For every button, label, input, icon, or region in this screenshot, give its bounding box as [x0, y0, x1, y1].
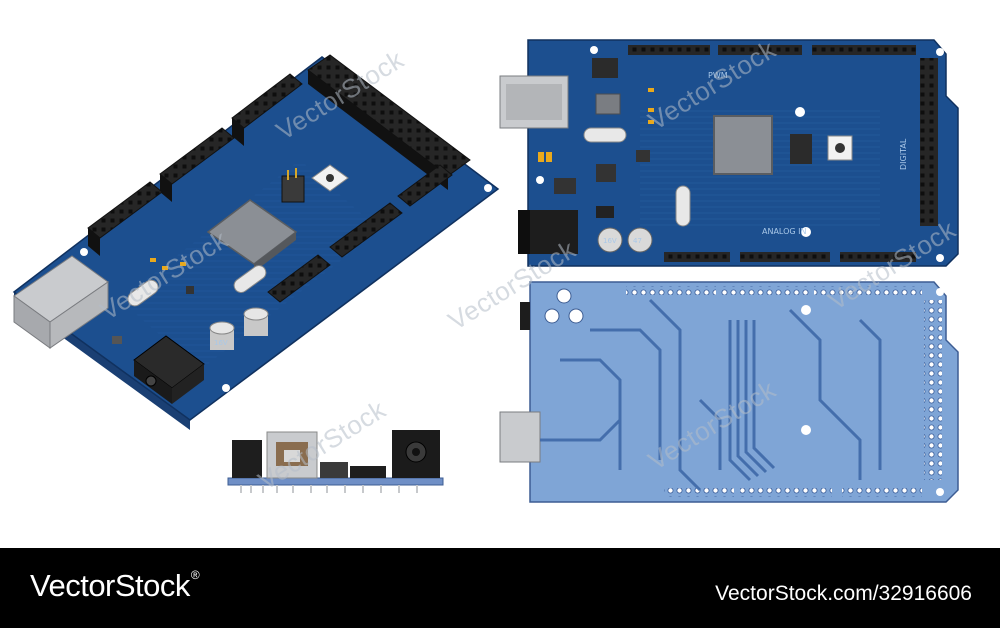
top-view-header-top-3	[812, 45, 916, 55]
side-view-pcb	[227, 477, 444, 486]
top-view-header-bottom-2	[740, 252, 830, 262]
top-view-microcontroller	[713, 115, 773, 175]
top-view-header-bottom-3	[840, 252, 916, 262]
top-view-header-right	[920, 58, 938, 226]
registered-mark: ®	[190, 568, 200, 582]
icsp-header	[281, 175, 305, 203]
brand-logo: VectorStock®	[30, 568, 200, 604]
pwm-label: PWM	[708, 71, 728, 80]
pin-header-top-1	[231, 73, 303, 129]
top-view-icsp-header	[790, 134, 812, 164]
top-view-capacitor-1: 16V	[597, 227, 623, 253]
side-view-header	[232, 440, 262, 478]
crystal-oscillator-2	[233, 265, 267, 293]
board-illustration: 16V	[12, 39, 959, 503]
cap-label-2: 47	[633, 237, 642, 245]
digital-label: DIGITAL	[899, 138, 908, 170]
image-url: VectorStock.com/32916606	[715, 582, 972, 605]
brand-name: VectorStock	[30, 568, 190, 603]
bottom-view-pcb	[529, 281, 959, 503]
top-view-usb-chip	[595, 93, 621, 115]
top-view-board: 16V 47 PWM ANALOG IN DIGITAL	[499, 39, 959, 267]
footer-bar	[0, 548, 1000, 628]
isometric-board: 16V	[12, 54, 500, 430]
pin-header-bottom-2	[329, 202, 403, 258]
side-view-board	[227, 430, 444, 493]
top-view-capacitor-2: 47	[627, 227, 653, 253]
top-view-header-bottom-1	[664, 252, 730, 262]
pin-header-bottom-3	[397, 164, 453, 207]
capacitor-1	[209, 321, 235, 350]
top-view-crystal-1	[583, 127, 627, 143]
top-view-crystal-2	[675, 185, 691, 227]
cap-label-1: 16V	[603, 237, 617, 245]
cap-label-iso: 16V	[214, 339, 228, 347]
crystal-oscillator-1	[127, 279, 159, 307]
top-view-header-top-1	[628, 45, 710, 55]
top-view-header-top-2	[718, 45, 802, 55]
capacitor-2	[243, 307, 269, 336]
pin-header-bottom-1	[267, 254, 331, 303]
bottom-view-board	[499, 281, 959, 503]
analog-in-label: ANALOG IN	[762, 227, 807, 236]
